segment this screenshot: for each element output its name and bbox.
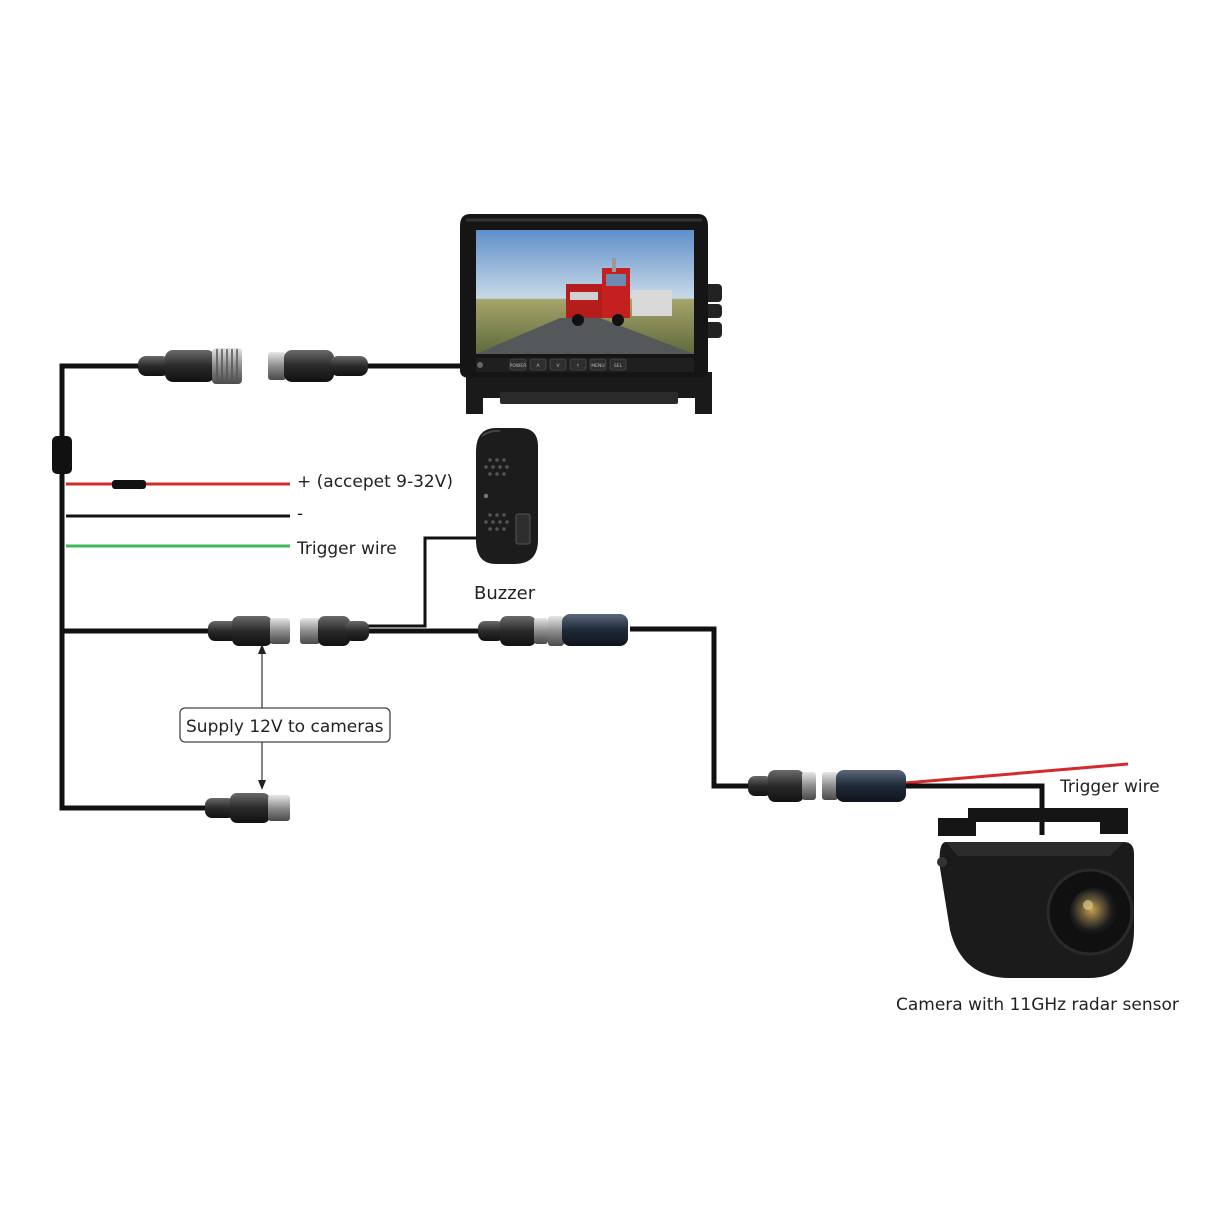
camera-label: Camera with 11GHz radar sensor: [896, 995, 1179, 1015]
monitor-button: [589, 358, 607, 371]
monitor-button-label: V: [556, 363, 560, 369]
buzzer-grille-icon: [484, 458, 509, 531]
monitor-connector-female: [268, 350, 368, 382]
monitor-button-label: MENU: [591, 363, 604, 369]
extension-cable-b: [630, 626, 750, 789]
monitor-button: [529, 358, 547, 371]
buzzer-adapter-connector: [300, 616, 369, 646]
monitor-buttons: POWER A V ↑ MENU SEL: [509, 358, 627, 371]
monitor-connector-male: [138, 348, 242, 384]
monitor-button-label: SEL: [614, 363, 623, 369]
main-trunk-wire: [52, 363, 210, 811]
negative-label: -: [297, 504, 303, 524]
monitor-button: [569, 358, 587, 371]
trunk-camera-connector-1: [208, 616, 290, 646]
camera-extension-connector: [748, 770, 816, 802]
fuse-holder: [52, 436, 72, 474]
power-led-icon: [477, 362, 483, 368]
trigger-wire-left-label: Trigger wire: [296, 539, 397, 559]
monitor-button-label: A: [536, 363, 540, 369]
positive-label: + (accepet 9-32V): [297, 472, 453, 492]
monitor-button-label: POWER: [510, 363, 527, 369]
camera-pigtail-connector: [822, 770, 906, 802]
truck-image: [566, 258, 672, 326]
trigger-wire-right: [904, 762, 1129, 785]
extension-connector-blue: [548, 614, 628, 646]
radar-camera: [937, 808, 1134, 978]
monitor-button: [549, 358, 567, 371]
monitor-button: [509, 358, 527, 371]
monitor-button: [609, 358, 627, 371]
supply-label-box: [179, 707, 391, 743]
extension-connector-female: [478, 616, 548, 646]
monitor-button-label: ↑: [576, 363, 580, 369]
trunk-camera-connector-2: [205, 793, 290, 823]
inline-fuse: [112, 480, 146, 489]
buzzer-wire: [368, 536, 480, 628]
buzzer-label: Buzzer: [474, 583, 536, 604]
supply-arrows: [258, 644, 266, 790]
trigger-wire-right-label: Trigger wire: [1059, 777, 1160, 797]
buzzer: [476, 428, 538, 564]
supply-label: Supply 12V to cameras: [186, 717, 384, 737]
monitor: POWER A V ↑ MENU SEL: [460, 214, 722, 414]
